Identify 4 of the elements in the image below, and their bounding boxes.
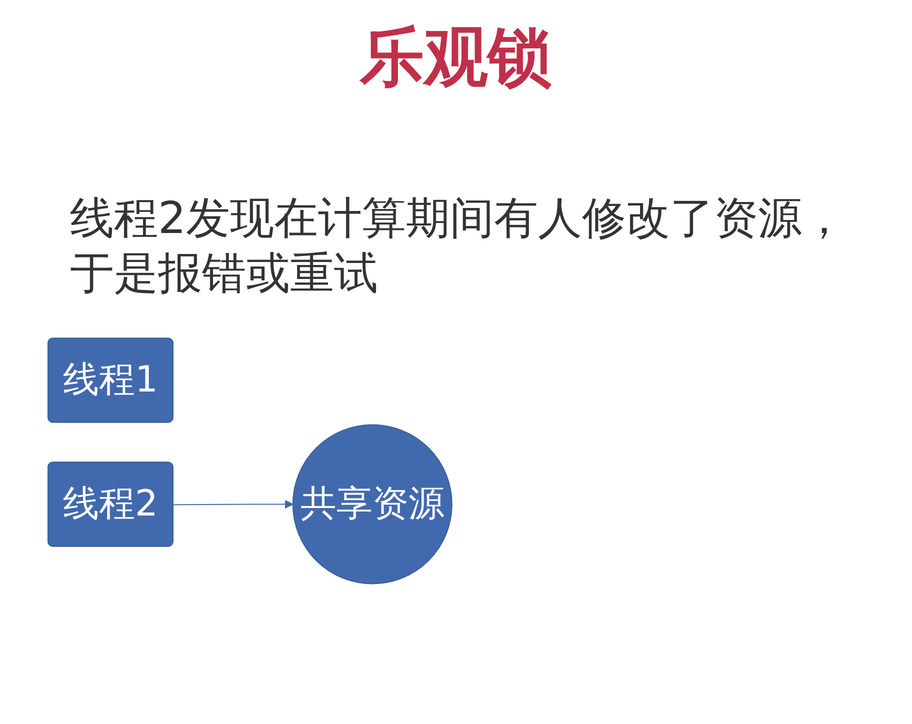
arrow (172, 500, 294, 509)
title: 乐观锁 (358, 20, 553, 97)
statement-text: 线程2发现在计算期间有人修改了资源，于是报错或重试 (70, 192, 847, 301)
node-circle: 共享资源 (292, 424, 452, 584)
